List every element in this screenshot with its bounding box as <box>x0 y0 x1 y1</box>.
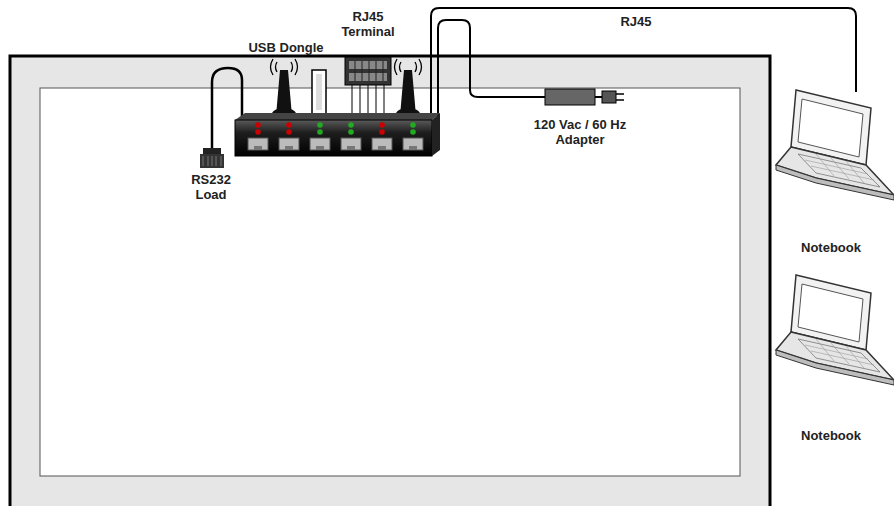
terminal-label: RJ45 Terminal <box>333 9 403 39</box>
load-label: RS232 Load <box>181 172 241 202</box>
notebook-label: Notebook <box>801 240 861 255</box>
notebook-icon <box>776 90 894 200</box>
power-cable <box>438 20 545 116</box>
rj45-terminal <box>345 57 391 116</box>
router <box>235 113 440 156</box>
cable-label: RJ45 <box>620 14 651 29</box>
adapter-label: 120 Vac / 60 Hz Adapter <box>518 117 643 147</box>
notebook-label: Notebook <box>801 428 861 443</box>
dongle-label: USB Dongle <box>248 40 323 55</box>
rs232-plug <box>200 148 224 168</box>
panel-frame <box>10 56 770 506</box>
rj45-cable <box>431 8 856 116</box>
power-adapter <box>545 89 624 105</box>
panel-inner <box>40 88 740 476</box>
antennas <box>271 59 422 120</box>
usb-dongle <box>312 70 326 114</box>
notebook-icon <box>776 275 894 385</box>
